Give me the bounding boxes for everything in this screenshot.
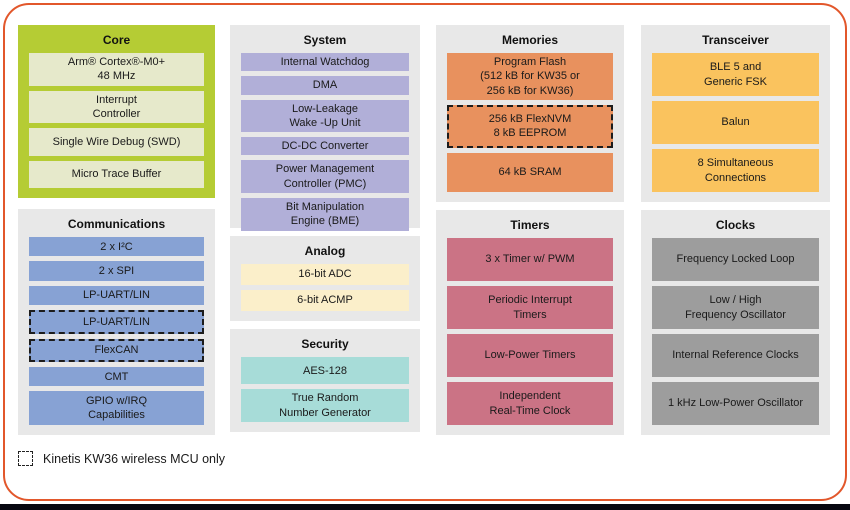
block: Micro Trace Buffer [29, 160, 204, 188]
block: Low / High Frequency Oscillator [652, 286, 819, 329]
block: DMA [241, 76, 409, 95]
block: Program Flash (512 kB for KW35 or 256 kB… [447, 53, 613, 100]
section-analog-blocks: 16-bit ADC 6-bit ACMP [241, 264, 409, 311]
section-clocks-title: Clocks [715, 218, 756, 232]
section-communications-title: Communications [67, 217, 166, 231]
block: Periodic Interrupt Timers [447, 286, 613, 329]
section-analog: Analog 16-bit ADC 6-bit ACMP [230, 236, 420, 321]
section-timers: Timers 3 x Timer w/ PWM Periodic Interrup… [436, 210, 624, 435]
block: Balun [652, 101, 819, 144]
block: 2 x I²C [29, 237, 204, 257]
block: 16-bit ADC [241, 264, 409, 285]
section-security-title: Security [301, 337, 349, 351]
block: Internal Reference Clocks [652, 334, 819, 377]
section-core-title: Core [102, 33, 131, 47]
block: Interrupt Controller [29, 90, 204, 124]
bottom-divider-bar [0, 504, 850, 510]
section-communications: Communications 2 x I²C 2 x SPI LP-UART/LIN… [18, 209, 215, 435]
block-kw36-only: LP-UART/LIN [29, 310, 204, 334]
block-kw36-only: 256 kB FlexNVM 8 kB EEPROM [447, 104, 613, 148]
block-kw36-only: FlexCAN [29, 338, 204, 362]
section-system-title: System [303, 33, 347, 47]
block: 1 kHz Low-Power Oscillator [652, 382, 819, 425]
section-memories: Memories Program Flash (512 kB for KW35 … [436, 25, 624, 202]
block: 3 x Timer w/ PWM [447, 238, 613, 281]
block: GPIO w/IRQ Capabilities [29, 391, 204, 426]
block: 64 kB SRAM [447, 152, 613, 193]
section-communications-blocks: 2 x I²C 2 x SPI LP-UART/LIN LP-UART/LIN Flex… [29, 237, 204, 426]
section-transceiver-title: Transceiver [702, 33, 769, 47]
block: 6-bit ACMP [241, 290, 409, 311]
block: BLE 5 and Generic FSK [652, 53, 819, 96]
block: Single Wire Debug (SWD) [29, 128, 204, 156]
section-memories-title: Memories [501, 33, 559, 47]
section-timers-title: Timers [510, 218, 550, 232]
block: Independent Real-Time Clock [447, 382, 613, 425]
block: CMT [29, 366, 204, 387]
block: 2 x SPI [29, 261, 204, 281]
block: Internal Watchdog [241, 53, 409, 72]
section-transceiver: Transceiver BLE 5 and Generic FSK Balun 8 … [641, 25, 830, 202]
block: DC-DC Converter [241, 137, 409, 156]
block: Frequency Locked Loop [652, 238, 819, 281]
section-timers-blocks: 3 x Timer w/ PWM Periodic Interrupt Timer… [447, 238, 613, 425]
block: Power Management Controller (PMC) [241, 160, 409, 194]
section-memories-blocks: Program Flash (512 kB for KW35 or 256 kB… [447, 53, 613, 193]
block: Arm® Cortex®-M0+ 48 MHz [29, 53, 204, 86]
block: AES-128 [241, 357, 409, 385]
block: True Random Number Generator [241, 389, 409, 422]
dashed-outline-swatch-icon [18, 451, 33, 466]
section-analog-title: Analog [304, 244, 346, 258]
block: Low-Leakage Wake -Up Unit [241, 99, 409, 133]
legend-label: Kinetis KW36 wireless MCU only [43, 451, 225, 466]
block: Bit Manipulation Engine (BME) [241, 198, 409, 231]
section-transceiver-blocks: BLE 5 and Generic FSK Balun 8 Simultaneous… [652, 53, 819, 192]
block: LP-UART/LIN [29, 285, 204, 306]
block: 8 Simultaneous Connections [652, 149, 819, 192]
block: Low-Power Timers [447, 334, 613, 377]
legend: Kinetis KW36 wireless MCU only [18, 451, 225, 466]
